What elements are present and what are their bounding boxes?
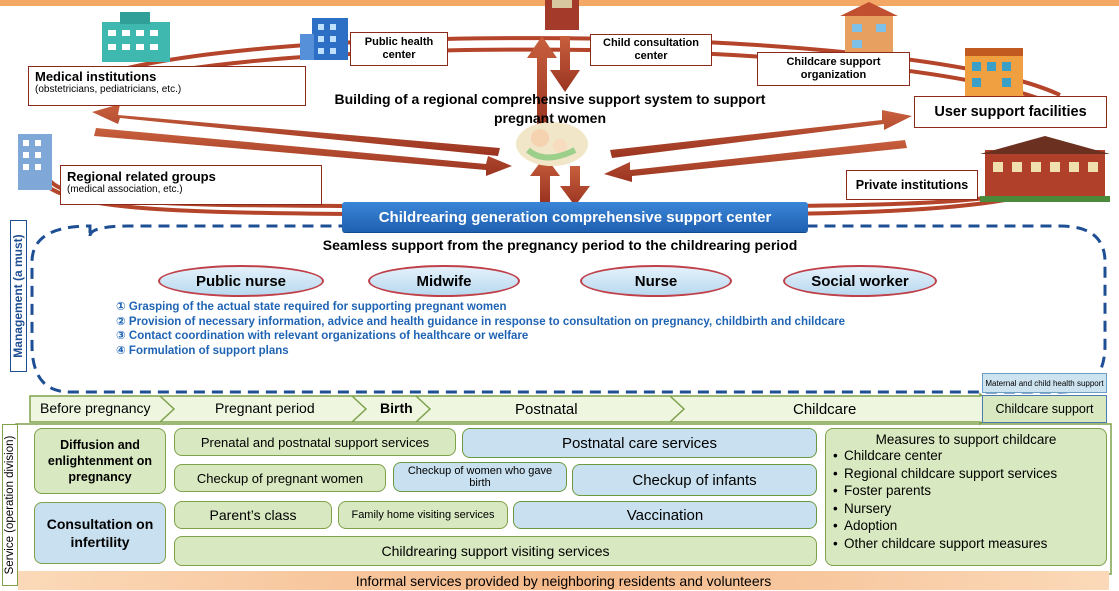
measure-item: Foster parents xyxy=(844,482,1100,500)
postnatal-care-services-label: Postnatal care services xyxy=(561,434,718,452)
diffusion-enlightenment-box: Diffusion and enlightenment on pregnancy xyxy=(34,428,166,494)
childcare-support-text: Childcare support xyxy=(995,402,1094,416)
childcare-support-label: Childcare support xyxy=(982,395,1107,423)
service-side-label-text: Service (operation division) xyxy=(4,435,16,575)
childcare-support-organization-box: Childcare support organization xyxy=(757,52,910,86)
private-institutions-box: Private institutions xyxy=(846,170,978,200)
infertility-consultation-label: Consultation on infertility xyxy=(46,516,154,550)
informal-services-bar: Informal services provided by neighborin… xyxy=(18,571,1109,590)
vaccination-box: Vaccination xyxy=(513,501,817,529)
private-institutions-label: Private institutions xyxy=(855,178,969,192)
checkup-birth-box: Checkup of women who gave birth xyxy=(393,462,567,492)
home-visiting-box: Family home visiting services xyxy=(338,501,508,529)
center-arrows xyxy=(92,36,912,206)
support-tasks-list: ① Grasping of the actual state required … xyxy=(116,300,1016,358)
public-health-center-label: Public health center xyxy=(364,36,434,61)
measures-childcare-title: Measures to support childcare xyxy=(875,432,1057,447)
checkup-infants-box: Checkup of infants xyxy=(572,464,817,496)
staff-public-nurse: Public nurse xyxy=(158,265,324,297)
user-support-facilities-box: User support facilities xyxy=(914,96,1107,128)
public-health-center-box: Public health center xyxy=(350,32,448,66)
service-side-label: Service (operation division) xyxy=(2,424,18,586)
child-consultation-center-label: Child consultation center xyxy=(603,37,699,62)
measure-item: Childcare center xyxy=(844,447,1100,465)
childrearing-visiting-box: Childrearing support visiting services xyxy=(174,536,817,566)
checkup-pregnant-box: Checkup of pregnant women xyxy=(174,464,386,492)
measures-list: Childcare center Regional childcare supp… xyxy=(832,447,1100,552)
staff-midwife-label: Midwife xyxy=(416,272,472,290)
public-health-center-icon xyxy=(300,18,348,60)
mother-and-child-icon xyxy=(516,122,588,166)
prenatal-postnatal-support-label: Prenatal and postnatal support services xyxy=(200,434,430,450)
task-4: ④ Formulation of support plans xyxy=(116,344,289,357)
measure-item: Nursery xyxy=(844,500,1100,518)
user-support-facilities-label: User support facilities xyxy=(934,104,1087,120)
childcare-support-organization-label: Childcare support organization xyxy=(786,56,881,81)
checkup-pregnant-label: Checkup of pregnant women xyxy=(196,470,364,486)
stage-childcare: Childcare xyxy=(793,401,857,418)
medical-institutions-title: Medical institutions xyxy=(35,69,157,84)
postnatal-care-services-box: Postnatal care services xyxy=(462,428,817,458)
home-visiting-label: Family home visiting services xyxy=(351,509,495,521)
medical-institutions-sub: (obstetricians, pediatricians, etc.) xyxy=(35,84,182,95)
diffusion-enlightenment-label: Diffusion and enlightenment on pregnancy xyxy=(47,438,153,484)
staff-public-nurse-label: Public nurse xyxy=(195,272,287,290)
stage-postnatal: Postnatal xyxy=(515,401,578,418)
user-support-facility-icon xyxy=(965,48,1023,96)
comprehensive-support-center-banner: Childrearing generation comprehensive su… xyxy=(342,202,808,232)
checkup-infants-label: Checkup of infants xyxy=(632,471,757,489)
measure-item: Regional childcare support services xyxy=(844,465,1100,483)
regional-related-groups-sub: (medical association, etc.) xyxy=(67,184,183,195)
management-label-text: Management (a must) xyxy=(11,234,25,358)
maternal-child-health-support-text: Maternal and child health support xyxy=(985,378,1104,388)
medical-institutions-box: Medical institutions (obstetricians, ped… xyxy=(28,66,306,106)
task-3: ③ Contact coordination with relevant org… xyxy=(116,330,529,343)
hospital-icon xyxy=(102,12,170,62)
management-side-label: Management (a must) xyxy=(10,220,27,372)
staff-social-worker-label: Social worker xyxy=(811,272,909,290)
headline-text: Building of a regional comprehensive sup… xyxy=(334,91,766,126)
comprehensive-support-center-title: Childrearing generation comprehensive su… xyxy=(378,208,772,226)
regional-related-groups-title: Regional related groups xyxy=(67,169,216,184)
staff-nurse-label: Nurse xyxy=(634,272,678,290)
task-2: ② Provision of necessary information, ad… xyxy=(116,315,846,328)
parents-class-box: Parent’s class xyxy=(174,501,332,529)
headline: Building of a regional comprehensive sup… xyxy=(330,90,770,128)
infertility-consultation-box: Consultation on infertility xyxy=(34,502,166,564)
seamless-support-text: Seamless support from the pregnancy peri… xyxy=(180,237,940,253)
regional-related-groups-box: Regional related groups (medical associa… xyxy=(60,165,322,205)
regional-group-building-icon xyxy=(18,134,52,190)
private-institution-icon xyxy=(980,136,1110,202)
parents-class-label: Parent’s class xyxy=(209,507,297,523)
measure-item: Other childcare support measures xyxy=(844,535,1100,553)
childcare-organization-icon xyxy=(840,2,898,58)
staff-midwife: Midwife xyxy=(368,265,520,297)
measures-childcare-box: Measures to support childcare Childcare … xyxy=(825,428,1107,566)
task-1: ① Grasping of the actual state required … xyxy=(116,301,507,313)
prenatal-postnatal-support-box: Prenatal and postnatal support services xyxy=(174,428,456,456)
staff-nurse: Nurse xyxy=(580,265,732,297)
staff-social-worker: Social worker xyxy=(783,265,937,297)
maternal-child-health-support-label: Maternal and child health support xyxy=(982,373,1107,393)
child-consultation-center-box: Child consultation center xyxy=(590,34,712,66)
checkup-birth-label: Checkup of women who gave birth xyxy=(407,465,553,489)
measure-item: Adoption xyxy=(844,517,1100,535)
informal-services-label: Informal services provided by neighborin… xyxy=(355,572,772,589)
seamless-support-label: Seamless support from the pregnancy peri… xyxy=(322,237,798,253)
stage-pregnant-period: Pregnant period xyxy=(215,400,315,416)
childrearing-visiting-label: Childrearing support visiting services xyxy=(381,543,610,559)
child-consultation-center-icon xyxy=(545,0,579,30)
vaccination-label: Vaccination xyxy=(626,506,704,524)
stage-birth: Birth xyxy=(380,400,413,416)
stage-before-pregnancy: Before pregnancy xyxy=(40,400,151,416)
